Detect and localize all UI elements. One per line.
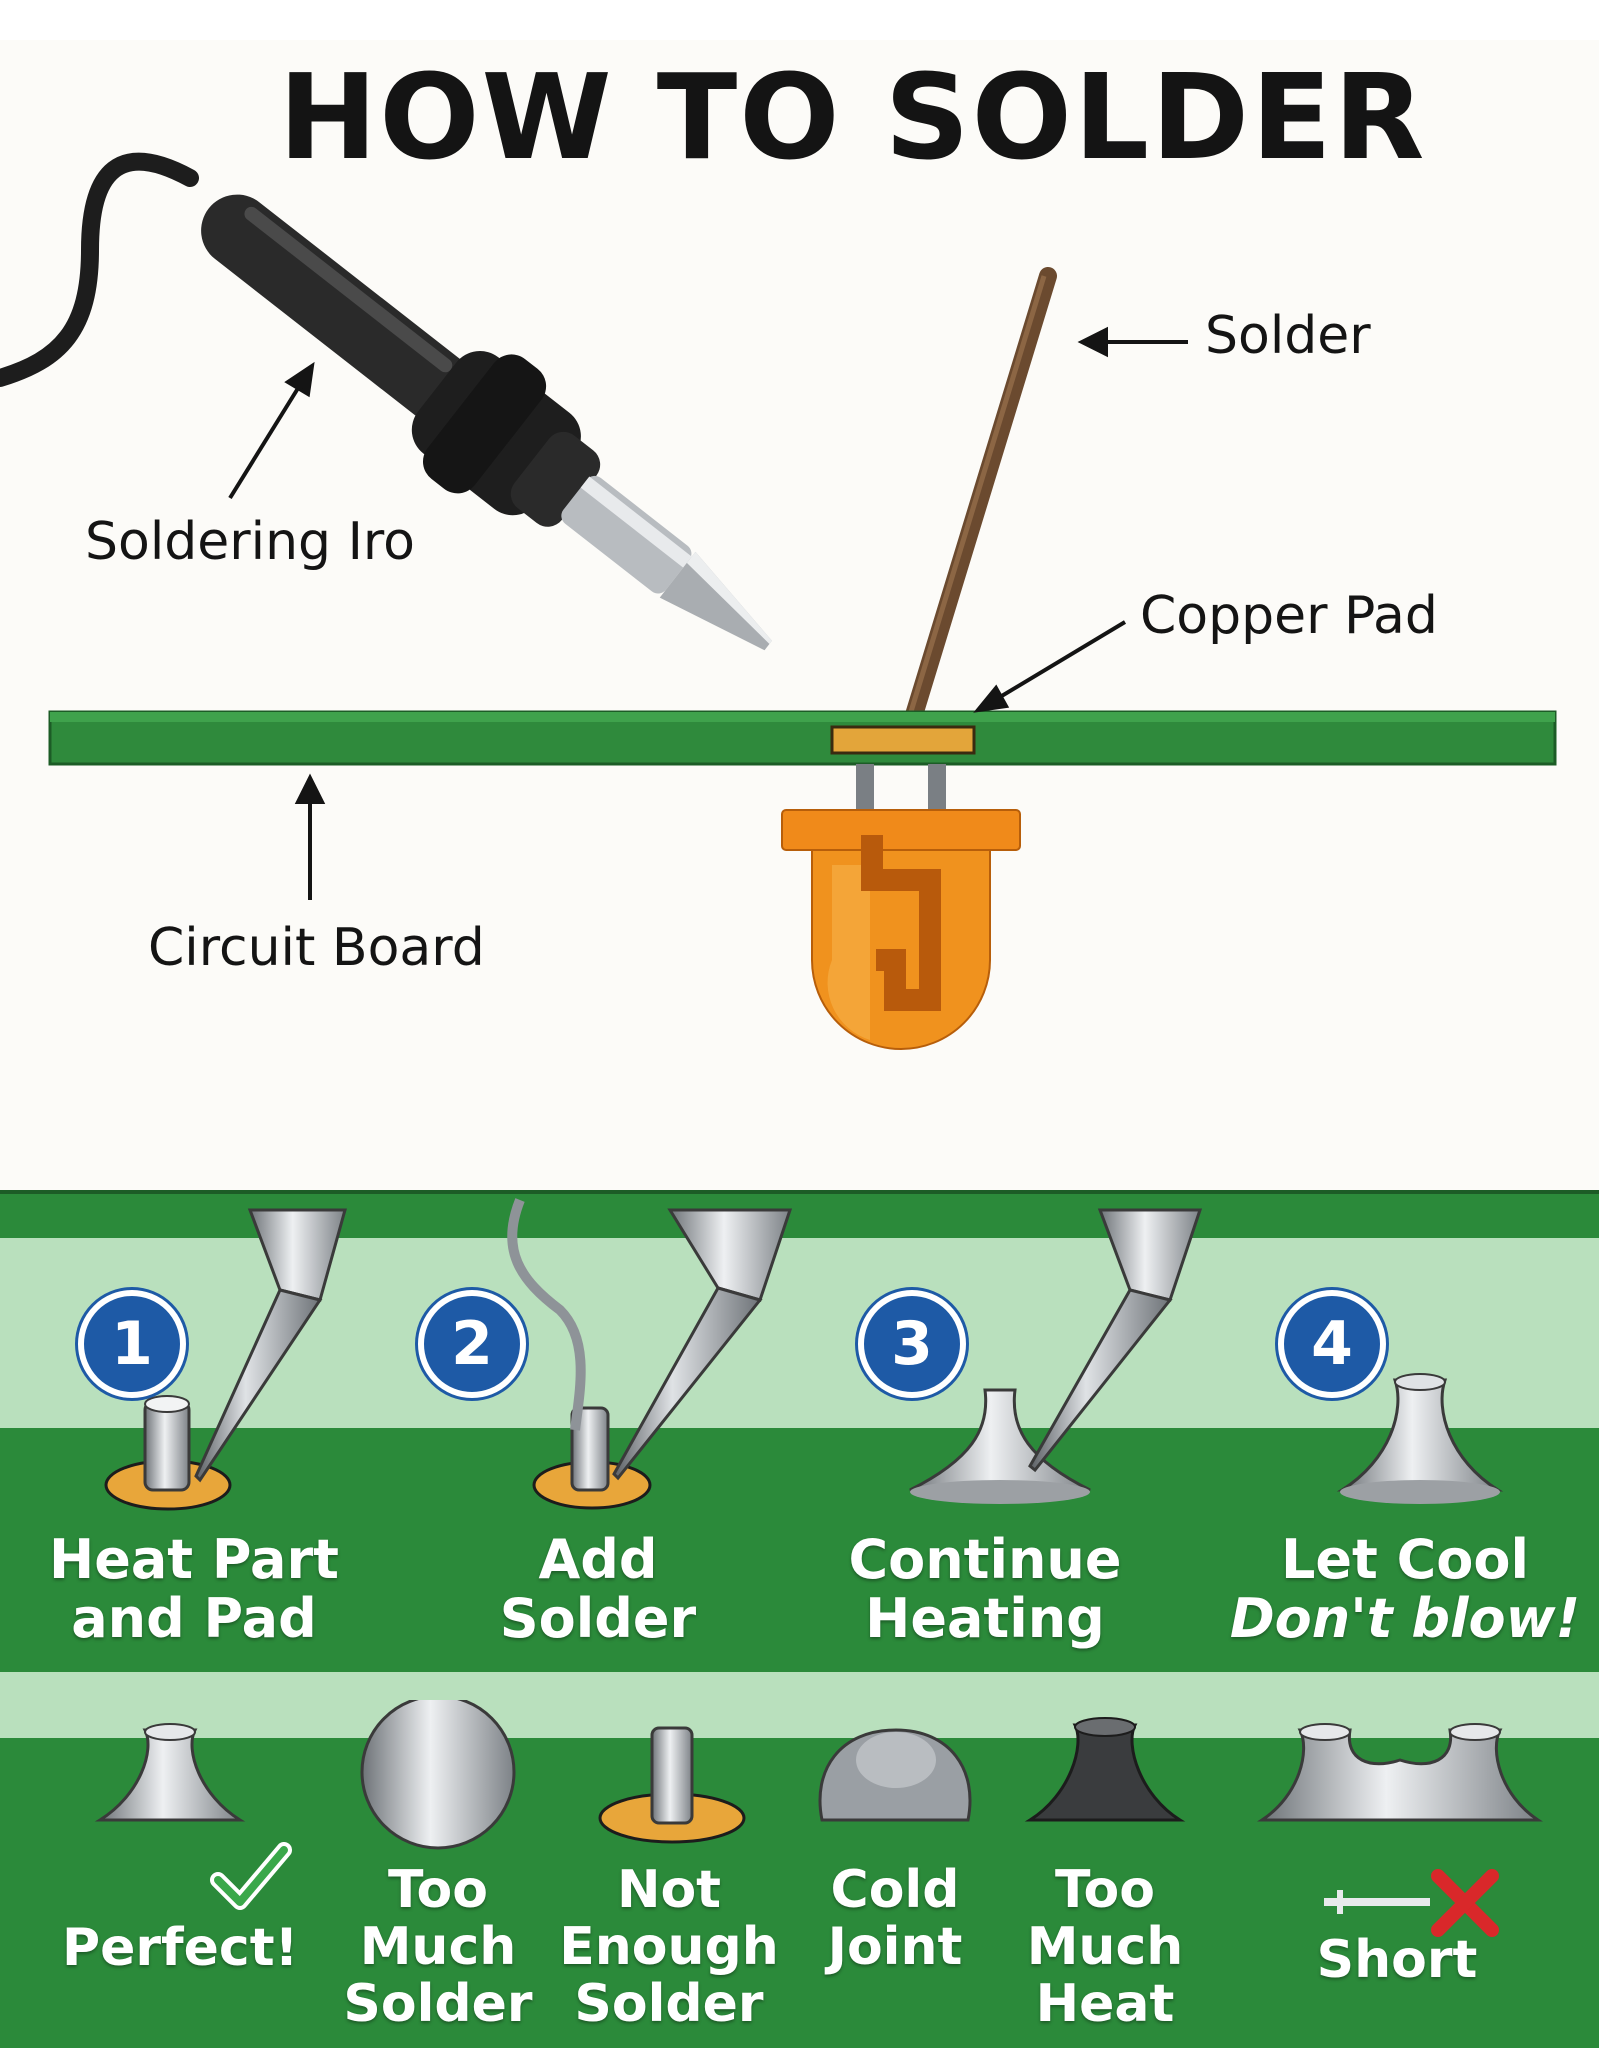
cross-icon bbox=[1324, 1869, 1499, 1937]
too-much-heat-joint bbox=[1024, 1717, 1186, 1822]
result-too-much-solder-line2: Much bbox=[359, 1917, 517, 1978]
soldering-iron-label: Soldering Iro bbox=[85, 512, 415, 572]
step-2-label: Add Solder bbox=[408, 1530, 788, 1649]
result-illustrations bbox=[94, 1700, 1544, 1850]
result-too-much-heat-line1: Too bbox=[1054, 1860, 1155, 1920]
result-not-enough-solder-line2: Enough bbox=[559, 1917, 779, 1978]
cold-joint bbox=[818, 1728, 972, 1822]
result-cold-joint-line2: Joint bbox=[827, 1917, 963, 1978]
result-cold-joint-label: Cold Joint bbox=[780, 1860, 1010, 1978]
result-too-much-heat-line3: Heat bbox=[1035, 1974, 1175, 2035]
step-3-line1: Continue bbox=[848, 1528, 1122, 1591]
step-1-line2: and Pad bbox=[71, 1587, 317, 1651]
step-3-badge: 3 bbox=[858, 1290, 966, 1398]
result-too-much-solder-label: Too Much Solder bbox=[323, 1860, 553, 2035]
iron-cable bbox=[0, 152, 199, 387]
step-4-badge: 4 bbox=[1278, 1290, 1386, 1398]
result-perfect-line1: Perfect! bbox=[62, 1918, 299, 1978]
solder-wire bbox=[901, 267, 1057, 737]
soldering-diagram bbox=[0, 152, 1557, 1050]
step-4-illustration bbox=[1336, 1373, 1504, 1504]
solder-label: Solder bbox=[1205, 306, 1371, 366]
result-perfect-label: Perfect! bbox=[62, 1918, 299, 1978]
step-1-label: Heat Part and Pad bbox=[4, 1530, 384, 1649]
step-illustrations bbox=[104, 1198, 1504, 1511]
short-joint bbox=[1256, 1723, 1544, 1822]
result-too-much-heat-label: Too Much Heat bbox=[990, 1860, 1220, 2035]
step-2-badge: 2 bbox=[418, 1290, 526, 1398]
too-much-solder-joint bbox=[360, 1700, 516, 1850]
result-cold-joint-line1: Cold bbox=[830, 1860, 960, 1920]
step-2-line2: Solder bbox=[499, 1587, 697, 1651]
step-1-badge: 1 bbox=[78, 1290, 186, 1398]
step-2-illustration bbox=[507, 1198, 793, 1510]
soldering-iron bbox=[201, 194, 772, 651]
result-short-label: Short bbox=[1282, 1930, 1512, 1990]
result-short-line1: Short bbox=[1316, 1930, 1478, 1990]
step-3-line2: Heating bbox=[865, 1587, 1105, 1651]
copper-pad bbox=[830, 725, 976, 755]
step-3-illustration bbox=[909, 1208, 1203, 1504]
led-leg-right bbox=[928, 764, 946, 812]
step-2-line1: Add bbox=[538, 1528, 658, 1591]
step-1-line1: Heat Part bbox=[49, 1528, 339, 1591]
result-too-much-solder-line1: Too bbox=[387, 1860, 488, 1920]
step-4-label: Let Cool Don't blow! bbox=[1215, 1530, 1595, 1649]
step-1-illustration bbox=[104, 1208, 347, 1511]
page-title: HOW TO SOLDER bbox=[278, 48, 1427, 186]
checkmark-icon bbox=[210, 1842, 292, 1910]
result-not-enough-solder-label: Not Enough Solder bbox=[554, 1860, 784, 2035]
result-not-enough-solder-line3: Solder bbox=[574, 1974, 764, 2035]
result-too-much-heat-line2: Much bbox=[1026, 1917, 1184, 1978]
copper-pad-label: Copper Pad bbox=[1140, 586, 1438, 646]
result-too-much-solder-line3: Solder bbox=[343, 1974, 533, 2035]
circuit-board-label: Circuit Board bbox=[148, 918, 485, 978]
step-4-line1: Let Cool bbox=[1281, 1528, 1529, 1591]
step-4-line2: Don't blow! bbox=[1229, 1587, 1581, 1651]
result-not-enough-solder-line1: Not bbox=[616, 1860, 722, 1920]
label-arrows bbox=[228, 326, 1188, 900]
perfect-joint bbox=[94, 1723, 246, 1822]
led-leg-left bbox=[856, 764, 874, 812]
step-3-label: Continue Heating bbox=[795, 1530, 1175, 1649]
led-component bbox=[781, 809, 1021, 1050]
not-enough-solder-joint bbox=[598, 1726, 746, 1844]
